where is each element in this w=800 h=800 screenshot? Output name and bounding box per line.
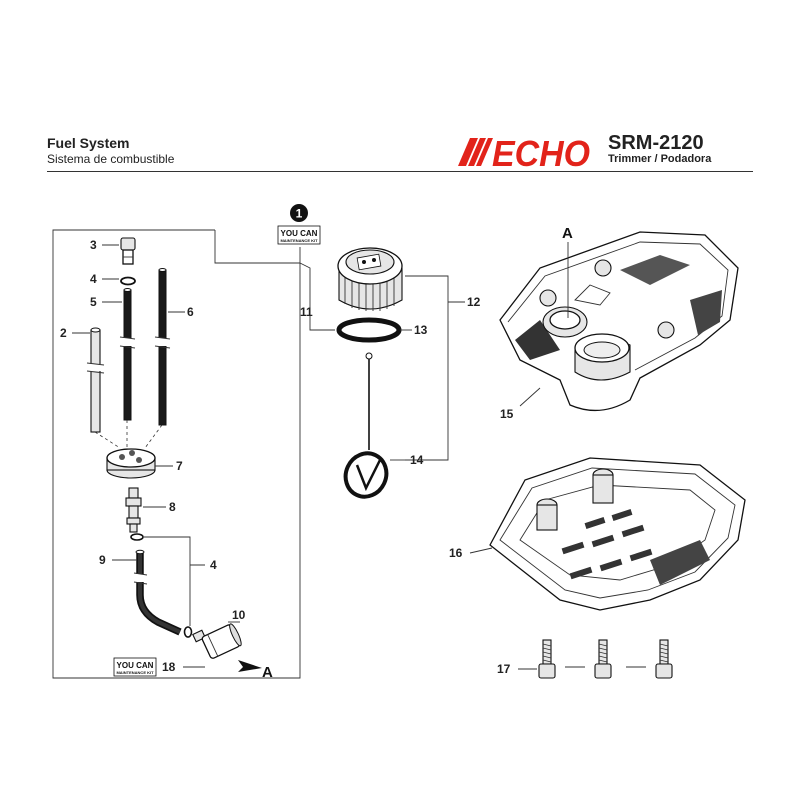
- callout-6: 6: [187, 305, 194, 319]
- part-3-pickup-cap: [120, 237, 136, 265]
- ref-a-tank: A: [562, 225, 573, 242]
- kit-badge-group: 1 YOU CAN MAINTENANCE KIT: [277, 204, 321, 245]
- callout-17: 17: [497, 662, 511, 676]
- callout-12: 12: [467, 295, 481, 309]
- leader-12: [405, 275, 465, 461]
- callout-10: 10: [232, 608, 246, 622]
- header-divider: [47, 171, 753, 172]
- model-number: SRM-2120: [608, 132, 704, 154]
- maintenance-kit-icon: YOU CAN MAINTENANCE KIT: [277, 225, 321, 245]
- part-4-oring-filter: [183, 626, 193, 638]
- part-5-fuel-line: [119, 288, 136, 421]
- callout-15: 15: [500, 407, 514, 421]
- callout-4-lower: 4: [210, 558, 217, 572]
- part-17-screw-3: [655, 639, 673, 679]
- ref-a-filter: A: [262, 664, 273, 681]
- callout-3: 3: [90, 238, 97, 252]
- ref-a-arrow-filter: [238, 660, 262, 672]
- callout-7: 7: [176, 459, 183, 473]
- assembly-bracket: [52, 229, 301, 679]
- kit-sublabel: MAINTENANCE KIT: [280, 238, 318, 243]
- callout-16: 16: [449, 546, 463, 560]
- leader-15: [519, 387, 541, 407]
- callout-5: 5: [90, 295, 97, 309]
- model-description: Trimmer / Podadora: [608, 153, 712, 165]
- part-13-gasket: [336, 317, 402, 343]
- leader-11: [299, 262, 335, 331]
- logo-wordmark: ECHO: [492, 135, 590, 169]
- leader-17: [518, 666, 646, 670]
- leader-4-lower: [144, 536, 205, 626]
- part-4-oring-lower: [130, 533, 144, 541]
- callout-13: 13: [414, 323, 428, 337]
- part-17-screw-1: [538, 639, 556, 679]
- leader-16: [469, 547, 493, 554]
- part-16-fuel-tank-bottom: [489, 457, 746, 611]
- part-2-tube: [86, 327, 105, 433]
- kit-label-18: YOU CAN: [117, 661, 154, 670]
- part-10-fuel-filter: [192, 623, 242, 659]
- part-6-fuel-line: [154, 268, 171, 426]
- callout-9: 9: [99, 553, 106, 567]
- part-8-fitting: [125, 487, 142, 533]
- callout-11: 11: [300, 305, 313, 319]
- callout-4-top: 4: [90, 272, 97, 286]
- callout-8: 8: [169, 500, 176, 514]
- part-9-fuel-hose: [133, 549, 182, 636]
- part-15-fuel-tank-top: [499, 231, 739, 412]
- page-title: Fuel System: [47, 135, 130, 151]
- part-7-grommet: [106, 448, 156, 479]
- kit-sublabel-18: MAINTENANCE KIT: [116, 670, 154, 675]
- part-14-tether: [343, 352, 389, 499]
- part-12-fuel-cap: [337, 247, 403, 311]
- part-17-screw-2: [594, 639, 612, 679]
- callout-2: 2: [60, 326, 67, 340]
- maintenance-kit-icon-18: YOU CAN MAINTENANCE KIT: [113, 657, 157, 677]
- badge-number: 1: [296, 207, 303, 221]
- assembly-dashes: [94, 420, 163, 449]
- callout-14: 14: [410, 453, 424, 467]
- badge-circle: [290, 204, 308, 222]
- kit-label: YOU CAN: [281, 229, 318, 238]
- logo-speed-stripes: [458, 138, 493, 166]
- part-4-oring-top: [120, 276, 136, 286]
- echo-logo: ECHO: [458, 135, 590, 169]
- page-subtitle: Sistema de combustible: [47, 152, 175, 166]
- callout-18: 18: [162, 660, 176, 674]
